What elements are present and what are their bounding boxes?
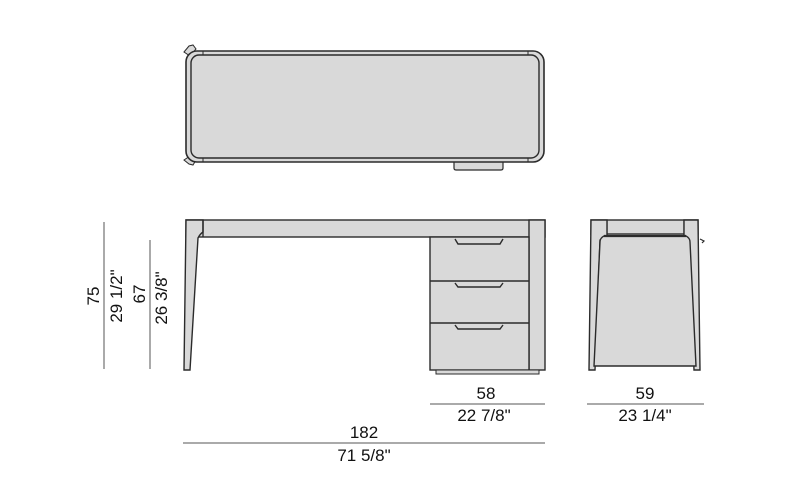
front-view	[183, 219, 546, 375]
dim-label-height-under-top: 67	[130, 285, 149, 304]
dim-width-total-cm: 182	[350, 423, 378, 442]
side-view	[588, 219, 706, 371]
dim-label-height-under-top-inch: 26 3/8"	[152, 271, 171, 324]
front-view-drawer-unit	[429, 236, 530, 371]
front-view-desktop	[185, 219, 546, 238]
top-view-drawer-pull	[453, 161, 504, 171]
dim-drawer-unit-width-inch: 22 7/8"	[457, 406, 510, 425]
front-view-plinth	[435, 369, 540, 375]
drawer-2-handle	[454, 282, 504, 288]
drawer-3-handle	[454, 324, 504, 330]
dim-height-total-inch: 29 1/2"	[107, 269, 126, 322]
side-view-bracket	[699, 238, 706, 244]
dim-width-total-inch: 71 5/8"	[337, 446, 390, 465]
top-view-inner	[190, 54, 540, 159]
front-view-side-panel	[528, 219, 546, 371]
dim-height-under-top-cm: 67	[130, 285, 149, 304]
dim-depth-inch: 23 1/4"	[618, 406, 671, 425]
dim-label-height-total: 75	[84, 287, 103, 306]
dimension-lines	[103, 222, 704, 444]
top-view	[183, 44, 545, 171]
front-view-left-leg	[183, 219, 204, 371]
side-view-drawer-unit	[593, 235, 697, 367]
dim-drawer-unit-width-cm: 58	[477, 384, 496, 403]
dim-depth-cm: 59	[636, 384, 655, 403]
dim-label-height-total-inch: 29 1/2"	[107, 269, 126, 322]
dim-height-total-cm: 75	[84, 287, 103, 306]
drawer-1-handle	[454, 238, 504, 245]
dim-height-under-top-inch: 26 3/8"	[152, 271, 171, 324]
